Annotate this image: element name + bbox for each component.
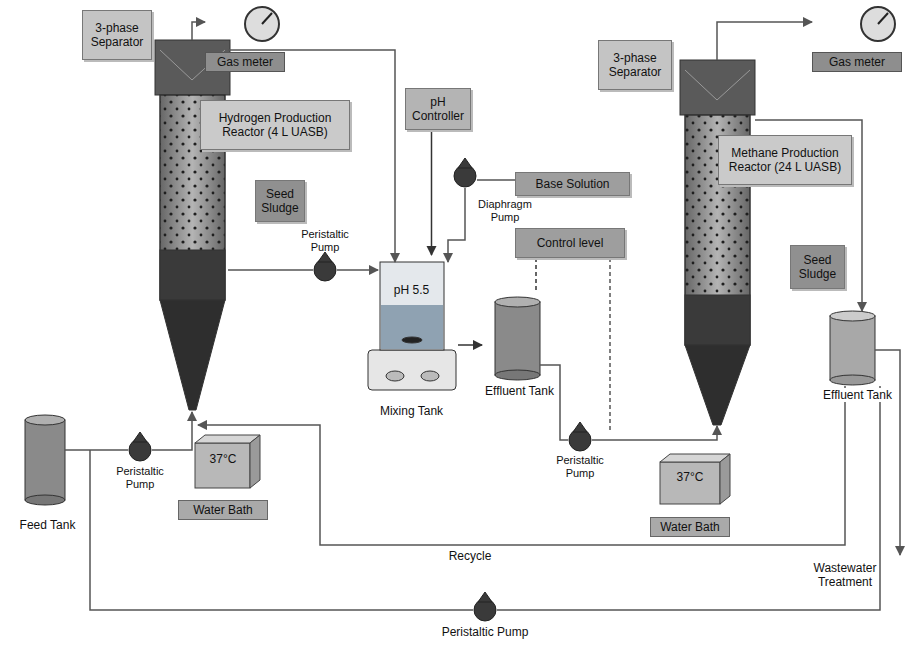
node-label: Methane Production Reactor (24 L UASB) xyxy=(723,146,847,175)
destination-label: Wastewater Treatment xyxy=(795,562,895,590)
methane-reactor xyxy=(680,60,755,425)
water-bath: 37°C Water Bath xyxy=(650,452,730,537)
flow-arrow xyxy=(458,344,482,346)
signal-line xyxy=(535,258,537,292)
stream-label: Recycle xyxy=(430,550,510,564)
node-caption: Water Bath xyxy=(178,500,268,520)
base-solution-box: Base Solution xyxy=(515,172,630,196)
control-level-box: Control level xyxy=(515,228,625,258)
node-label: Gas meter xyxy=(812,52,902,72)
node-label: Feed Tank xyxy=(18,518,78,532)
node-label: 3-phase Separator xyxy=(87,21,147,50)
node-label: pH 5.5 xyxy=(392,283,431,297)
separator-box: 3-phase Separator xyxy=(82,10,152,60)
controller-box: pH Controller xyxy=(405,88,471,130)
pump-label: Peristaltic Pump xyxy=(425,626,545,640)
gas-meter: Gas meter xyxy=(812,4,902,72)
seed-sludge-box: Seed Sludge xyxy=(790,245,845,289)
gas-meter: Gas meter xyxy=(205,4,285,72)
tank-drawings xyxy=(25,297,875,505)
reactor-label-box: Hydrogen Production Reactor (4 L UASB) xyxy=(200,100,350,150)
node-label: Gas meter xyxy=(205,52,285,72)
node-label: 37°C xyxy=(675,470,706,484)
pump-label: Peristaltic Pump xyxy=(545,454,615,479)
node-label: Seed Sludge xyxy=(795,253,840,282)
pump-label: Peristaltic Pump xyxy=(105,465,175,490)
node-label: Effluent Tank xyxy=(821,388,894,402)
hydrogen-reactor xyxy=(155,40,230,410)
gas-meter-dial xyxy=(245,7,895,41)
effluent-tank: Effluent Tank xyxy=(482,292,557,398)
pump-label: Peristaltic Pump xyxy=(290,228,360,253)
reactor-label-box: Methane Production Reactor (24 L UASB) xyxy=(718,135,852,185)
node-label: 3-phase Separator xyxy=(603,51,667,80)
water-bath-drawing xyxy=(195,435,730,504)
seed-sludge-box: Seed Sludge xyxy=(255,180,305,222)
pump-label: Diaphragm Pump xyxy=(473,198,537,223)
mixing-tank: pH 5.5Mixing Tank xyxy=(365,255,458,418)
mixing-tank-drawing xyxy=(368,262,456,390)
pipework xyxy=(65,22,900,610)
separator-box: 3-phase Separator xyxy=(598,40,672,90)
flow-arrow xyxy=(431,130,433,255)
node-label: Effluent Tank xyxy=(483,384,556,398)
node-label: Base Solution xyxy=(535,177,609,191)
node-label: Seed Sludge xyxy=(260,187,300,216)
node-label: 37°C xyxy=(208,452,239,466)
node-caption: Mixing Tank xyxy=(378,404,445,418)
effluent-tank: Effluent Tank xyxy=(815,305,900,402)
feed-tank: Feed Tank xyxy=(10,410,85,532)
node-label: Control level xyxy=(537,236,604,250)
node-caption: Water Bath xyxy=(650,517,730,537)
node-label: Hydrogen Production Reactor (4 L UASB) xyxy=(205,111,345,140)
water-bath: 37°C Water Bath xyxy=(178,432,268,520)
node-label: pH Controller xyxy=(410,95,466,124)
